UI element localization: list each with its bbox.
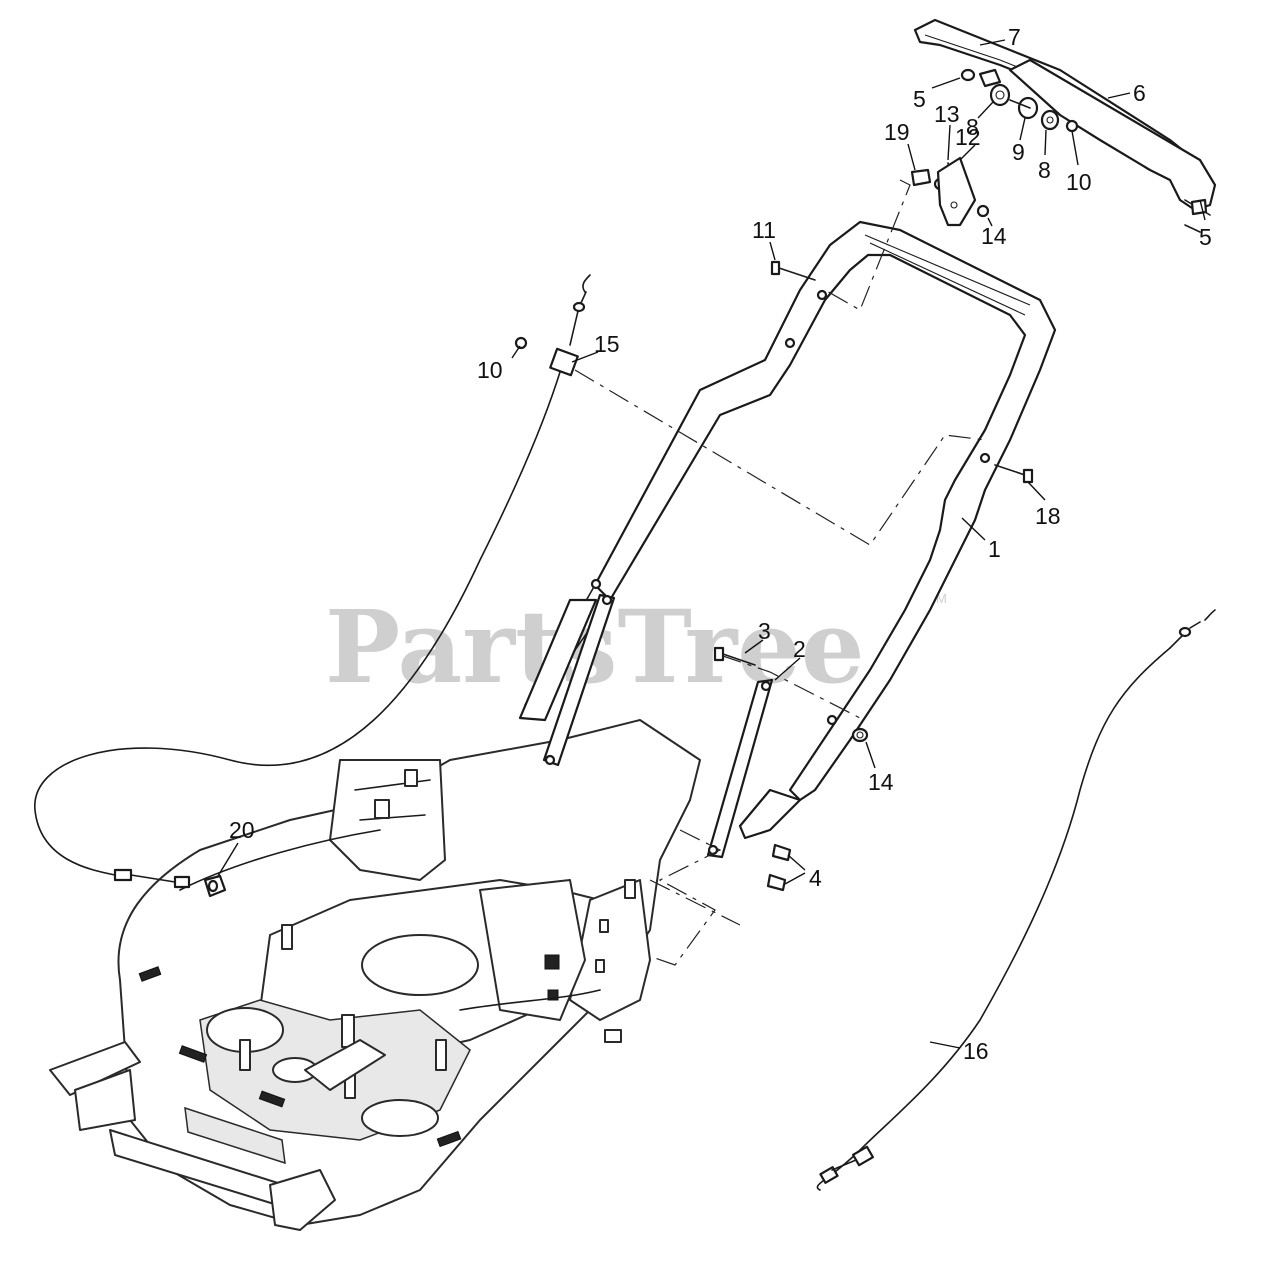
callout-16: 16 (963, 1038, 989, 1064)
part-1-upper-handle (518, 220, 1057, 840)
callout-18: 18 (1035, 503, 1061, 529)
mower-deck (49, 719, 701, 1231)
callout-14-lower: 14 (868, 769, 894, 795)
callouts: 1 2 3 4 5 5 6 7 8 8 9 10 10 11 12 13 (217, 24, 1212, 1064)
part-6-bar (1008, 58, 1217, 233)
callout-14-upper: 14 (981, 223, 1007, 249)
callout-9: 9 (1012, 139, 1025, 165)
part-10-nut-left (514, 336, 528, 350)
callout-12: 12 (955, 124, 981, 150)
part-20-bushing (203, 874, 227, 898)
part-3-bolt (713, 646, 756, 666)
callout-10-right: 10 (1066, 169, 1092, 195)
callout-8-left: 8 (966, 114, 979, 140)
part-18-bolt (994, 464, 1034, 484)
callout-8-right: 8 (1038, 157, 1051, 183)
part-14-nut-lower (851, 727, 869, 743)
assembly-lines (574, 179, 986, 966)
callout-20: 20 (229, 817, 255, 843)
callout-19: 19 (884, 119, 910, 145)
callout-4: 4 (809, 865, 822, 891)
callout-7: 7 (1008, 24, 1021, 50)
part-11-bolt (770, 260, 816, 281)
callout-2: 2 (793, 636, 806, 662)
callout-5-right: 5 (1199, 224, 1212, 250)
callout-13: 13 (934, 101, 960, 127)
callout-5-left: 5 (913, 86, 926, 112)
callout-1: 1 (988, 536, 1001, 562)
callout-3: 3 (758, 618, 771, 644)
callout-6: 6 (1133, 80, 1146, 106)
callout-11: 11 (752, 217, 776, 243)
part-16-cable (816, 609, 1216, 1191)
part-4-bolts (766, 843, 792, 892)
callout-15: 15 (594, 331, 620, 357)
callout-10-left: 10 (477, 357, 503, 383)
part-15-cable (34, 274, 591, 889)
